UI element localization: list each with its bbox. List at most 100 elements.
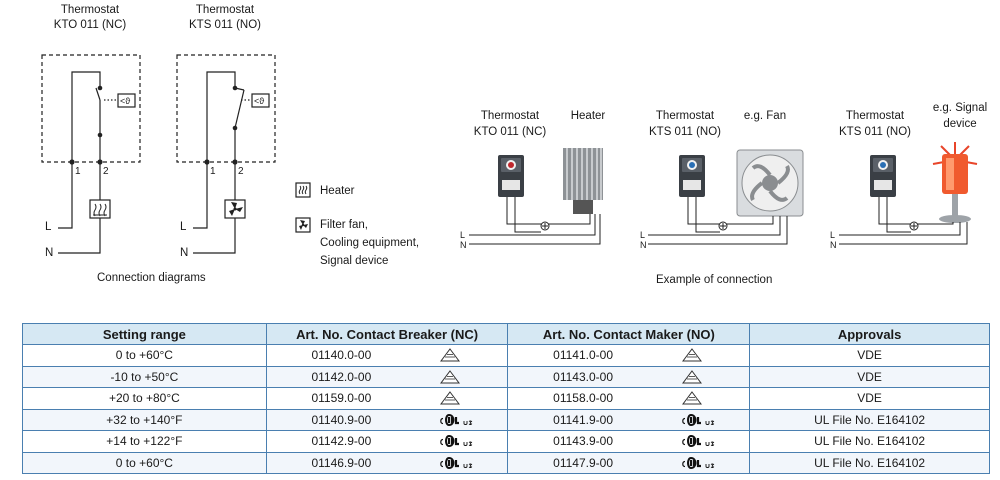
thermostat-nc-model: KTO 011 (NC) [53,19,127,31]
ex1-thermostat-model: KTO 011 (NC) [473,126,547,138]
art-no-no: 01143.9-00 [553,434,614,448]
art-no-no-cell: 01143.9-00 [507,430,751,453]
approval-cell: UL File No. E164102 [749,408,990,431]
art-no-no: 01143.0-00 [553,369,614,384]
ul-mark-icon [440,456,473,469]
table-row: 0 to +60°C 01146.9-00 01147.9-00 UL File … [22,451,990,474]
vde-mark-icon [440,391,461,405]
ground-symbol-icon [540,221,919,231]
svg-text:<ϑ: <ϑ [254,96,264,106]
thermostat-nc-title: Thermostat [60,4,120,16]
approval-mark [440,434,474,451]
setting-range-cell: 0 to +60°C [22,451,267,474]
setting-range-cell: 0 to +60°C [22,344,267,367]
col-header-approvals: Approvals [749,323,990,345]
approval-cell: VDE [749,387,990,410]
connection-example-caption: Example of connection [656,274,773,286]
ex2-thermostat-model: KTS 011 (NO) [649,126,721,138]
approval-cell: UL File No. E164102 [749,451,990,474]
approval-mark [440,413,474,430]
vde-mark-icon [440,369,461,383]
ex1-line-n: N [460,240,467,250]
approval-mark [681,348,702,365]
ex3-device-line2: device [943,118,977,130]
temperature-setting-icon: <ϑ <ϑ [120,96,264,106]
art-no-nc-cell: 01146.9-00 [265,451,509,474]
approval-mark [440,348,461,365]
art-no-no: 01158.0-00 [553,391,614,405]
vde-mark-icon [440,348,461,362]
art-no-nc-cell: 01140.0-00 [265,344,509,367]
approval-cell: VDE [749,365,990,388]
ex2-thermostat-title: Thermostat [655,110,715,122]
art-no-no-cell: 01143.0-00 [507,365,751,388]
heater-symbol-icon [93,185,308,217]
approval-cell: UL File No. E164102 [749,430,990,453]
ul-mark-icon [440,413,473,426]
approval-cell: VDE [749,344,990,367]
legend-fan-line3: Signal device [320,255,389,267]
approval-mark [440,391,461,408]
art-no-nc-cell: 01142.0-00 [265,365,509,388]
art-no-no-cell: 01141.9-00 [507,408,751,431]
art-no-nc: 01146.9-00 [311,455,372,470]
line-n-nc: N [45,247,54,259]
approval-mark [681,413,716,430]
art-no-no: 01141.0-00 [553,348,614,362]
art-no-nc: 01142.0-00 [311,369,372,384]
approval-mark [681,391,702,408]
svg-text:<ϑ: <ϑ [120,96,130,106]
terminal-2-no: 2 [238,166,244,177]
ex1-line-l: L [460,230,466,240]
specification-table: Setting range Art. No. Contact Breaker (… [22,323,990,474]
ul-mark-icon [681,413,715,426]
ul-mark-icon [681,456,715,469]
art-no-nc: 01142.9-00 [311,434,372,448]
setting-range-cell: -10 to +50°C [22,365,267,388]
vde-mark-icon [681,348,702,362]
table-row: +32 to +140°F 01140.9-00 01141.9-00 UL Fi… [22,408,990,431]
approval-mark [681,434,716,451]
legend-fan-line2: Cooling equipment, [320,237,420,249]
art-no-nc: 01140.9-00 [311,412,372,427]
art-no-nc: 01140.0-00 [311,348,372,362]
setting-range-cell: +32 to +140°F [22,408,267,431]
thermostat-no-model: KTS 011 (NO) [189,19,261,31]
setting-range-cell: +14 to +122°F [22,430,267,453]
thermostat-nc-image [498,155,524,197]
table-header-row: Setting range Art. No. Contact Breaker (… [22,323,990,345]
approval-mark [681,369,702,387]
table-row: -10 to +50°C 01142.0-00 01143.0-00 VDE [22,365,990,388]
terminal-1-no: 1 [210,166,216,177]
setting-range-cell: +20 to +80°C [22,387,267,410]
vde-mark-icon [681,369,702,383]
approval-mark [681,456,716,473]
terminal-2-nc: 2 [103,166,109,177]
ex2-line-n: N [640,240,647,250]
col-header-nc: Art. No. Contact Breaker (NC) [265,323,509,345]
ex2-line-l: L [640,230,646,240]
thermostat-no-image [679,155,705,197]
signal-light-image [932,142,978,223]
ex3-line-n: N [830,240,837,250]
approval-mark [440,456,474,473]
line-l-nc: L [45,221,52,233]
ex1-device: Heater [570,110,606,122]
ex3-thermostat-title: Thermostat [845,110,905,122]
art-no-no-cell: 01141.0-00 [507,344,751,367]
art-no-no: 01147.9-00 [553,455,614,470]
vde-mark-icon [681,391,702,405]
ex3-line-l: L [830,230,836,240]
col-header-setting-range: Setting range [22,323,267,345]
terminal-1-nc: 1 [75,166,81,177]
ex3-device-line1: e.g. Signal [932,102,988,114]
connection-examples [469,142,978,245]
line-l-no: L [180,221,187,233]
ul-mark-icon [681,435,715,448]
connection-diagrams: <ϑ <ϑ [41,54,311,254]
ex1-thermostat-title: Thermostat [480,110,540,122]
ul-mark-icon [440,435,473,448]
heater-image [563,148,603,214]
art-no-no-cell: 01147.9-00 [507,451,751,474]
